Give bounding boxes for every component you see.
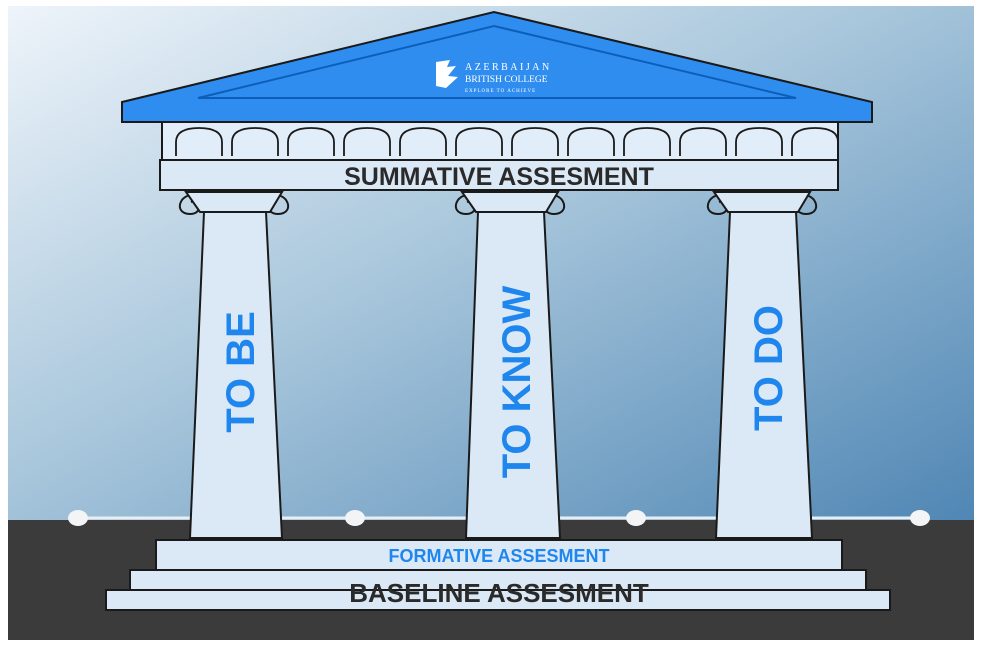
baseline-label: BASELINE ASSESMENT xyxy=(349,578,649,608)
college-logo: AZERBAIJAN BRITISH COLLEGE EXPLORE TO AC… xyxy=(436,60,552,94)
frieze-arch xyxy=(455,127,503,156)
pillar-to-know: TO KNOW xyxy=(454,191,566,539)
arch-row xyxy=(175,127,839,156)
frieze-arch xyxy=(343,127,391,156)
logo-line2: BRITISH COLLEGE xyxy=(465,75,548,85)
pillar-capital xyxy=(184,191,284,213)
horizon-dot xyxy=(345,510,365,526)
logo-emblem-icon xyxy=(436,60,458,88)
frieze-arch xyxy=(791,127,839,156)
frieze-arch xyxy=(679,127,727,156)
entablature xyxy=(159,159,839,191)
frieze-arch xyxy=(175,127,223,156)
pillar-to-do: TO DO xyxy=(706,191,818,539)
pillar-shaft xyxy=(464,211,562,539)
frieze-arch xyxy=(511,127,559,156)
pillar-label-to-be: TO BE xyxy=(219,311,263,433)
roof-inner-frame xyxy=(197,24,797,99)
summative-label: SUMMATIVE ASSESMENT xyxy=(344,163,654,191)
horizon-dot xyxy=(68,510,88,526)
formative-step xyxy=(155,539,843,571)
logo-tagline: EXPLORE TO ACHIEVE xyxy=(465,89,536,94)
frieze-arch xyxy=(287,127,335,156)
roof-pediment xyxy=(121,10,873,123)
frieze-arch xyxy=(567,127,615,156)
pillar-capital xyxy=(712,191,812,213)
pillar-label-to-know: TO KNOW xyxy=(495,285,539,478)
pillar-capital xyxy=(460,191,560,213)
pillar-label-to-do: TO DO xyxy=(747,305,791,431)
baseline-step xyxy=(105,589,891,611)
horizon-dot xyxy=(910,510,930,526)
frieze-arch xyxy=(735,127,783,156)
frieze-arch xyxy=(399,127,447,156)
frieze-arch xyxy=(623,127,671,156)
pillar-shaft xyxy=(188,211,284,539)
horizon-dot xyxy=(626,510,646,526)
formative-label: FORMATIVE ASSESMENT xyxy=(388,546,609,566)
frieze-arch xyxy=(231,127,279,156)
pillar-shaft xyxy=(714,211,814,539)
pillar-to-be: TO BE xyxy=(178,191,290,539)
logo-line1: AZERBAIJAN xyxy=(465,62,552,73)
